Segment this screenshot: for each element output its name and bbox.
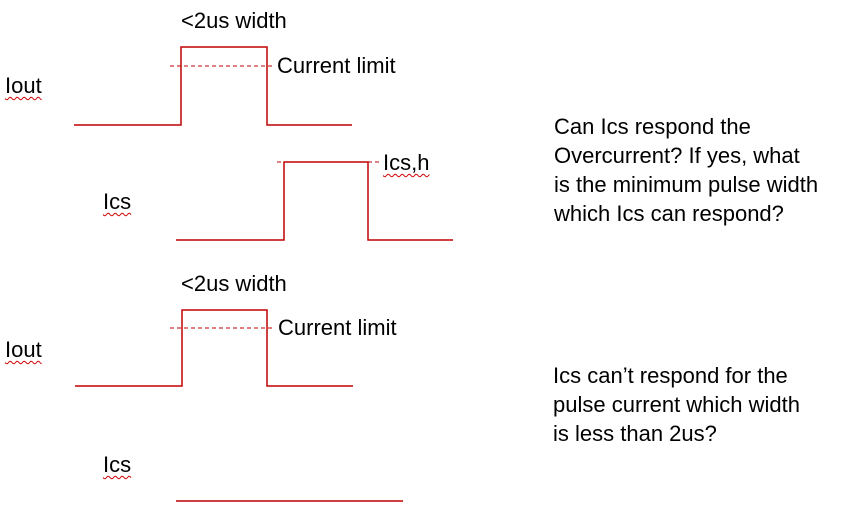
answer-line: pulse current which width <box>553 392 801 417</box>
answer-line: is less than 2us? <box>553 421 717 446</box>
top-iout-pulse <box>74 46 352 126</box>
top-ics-label: Ics <box>103 189 132 214</box>
question-line: is the minimum pulse width <box>554 172 819 197</box>
question-line: Can Ics respond the <box>554 114 751 139</box>
answer-text: Ics can’t respond for the pulse current … <box>553 361 800 448</box>
bottom-current-limit-label: Current limit <box>278 315 397 340</box>
question-text: Can Ics respond the Overcurrent? If yes,… <box>554 112 818 228</box>
top-iout-label: Iout <box>5 73 42 98</box>
bottom-iout-label: Iout <box>5 337 42 362</box>
bottom-ics-label: Ics <box>103 452 132 477</box>
answer-line: Ics can’t respond for the <box>553 363 788 388</box>
bottom-iout-pulse <box>75 309 353 387</box>
bottom-width-label: <2us width <box>181 271 287 296</box>
question-line: which Ics can respond? <box>554 201 784 226</box>
question-line: Overcurrent? If yes, what <box>554 143 800 168</box>
ics-threshold-label: Ics,h <box>383 150 430 175</box>
top-current-limit-label: Current limit <box>277 53 396 78</box>
top-width-label: <2us width <box>181 8 287 33</box>
